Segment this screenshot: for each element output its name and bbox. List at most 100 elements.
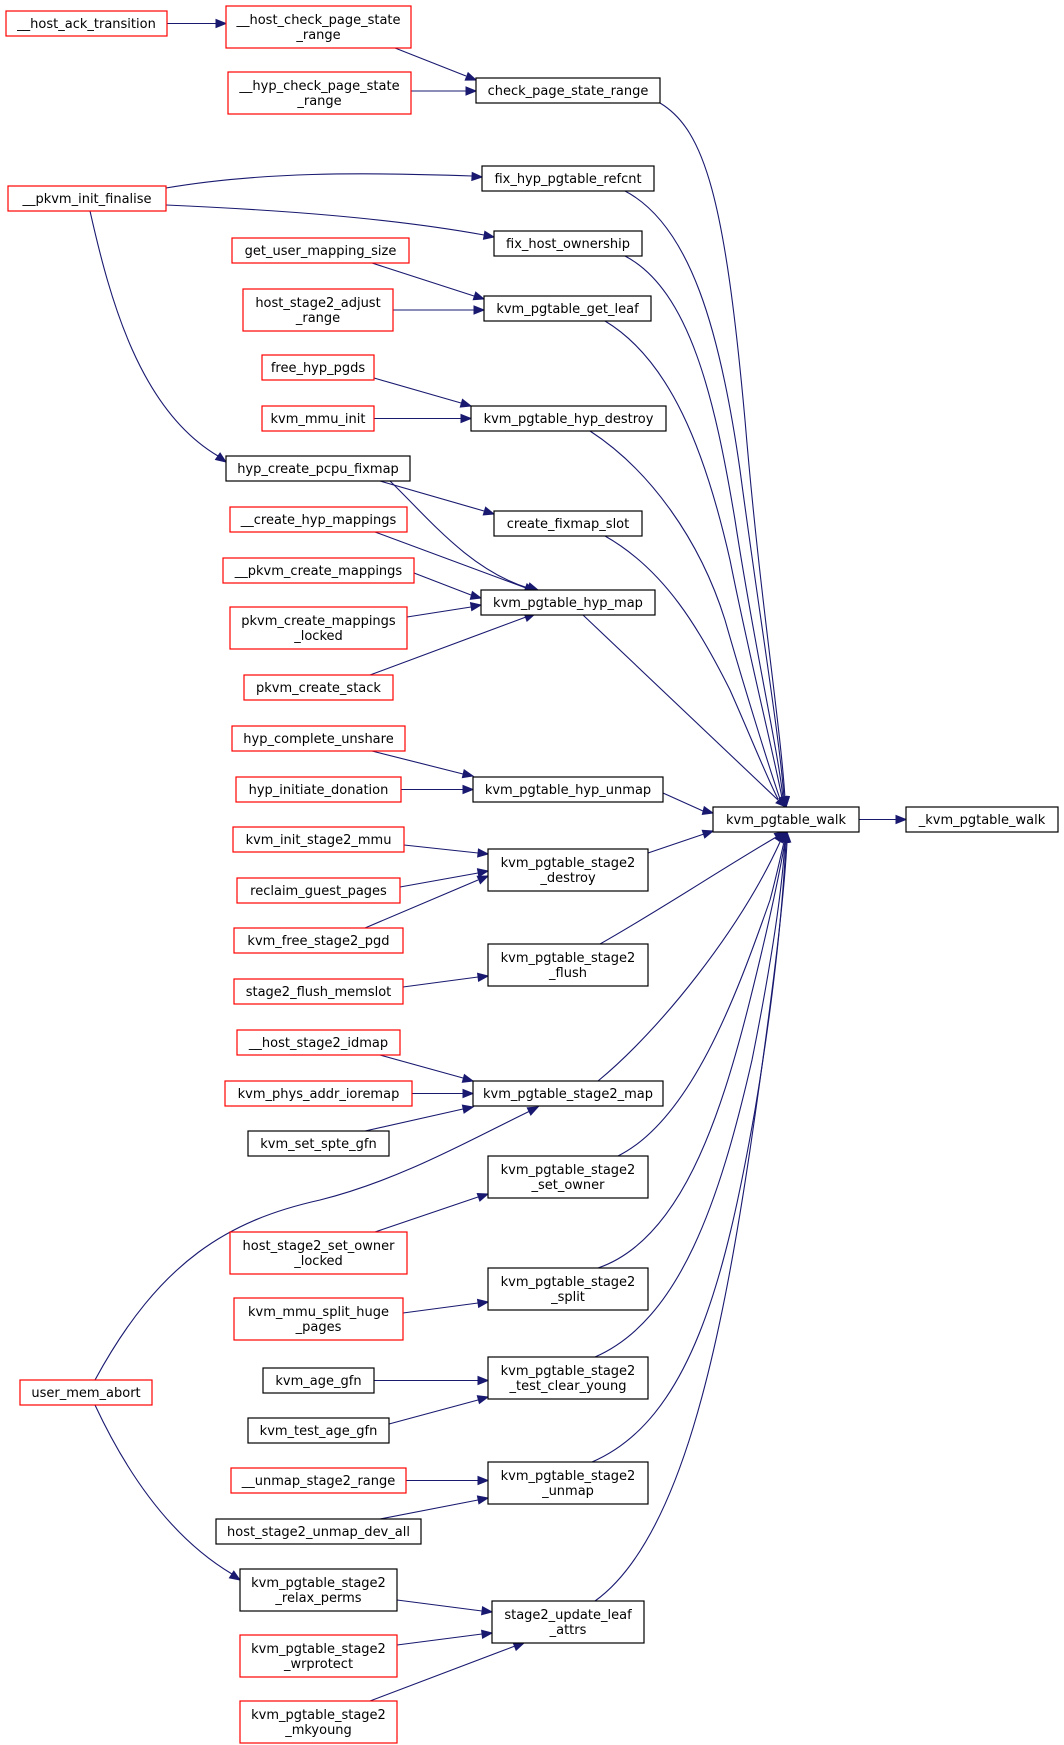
node-s2_tcy[interactable]: kvm_pgtable_stage2_test_clear_young xyxy=(487,1356,649,1400)
edge-line xyxy=(369,616,527,676)
node-pkvm_stack[interactable]: pkvm_create_stack xyxy=(243,674,394,701)
node-hyp_destroy[interactable]: kvm_pgtable_hyp_destroy xyxy=(470,405,667,432)
call-edge-ioremap-to-s2_map xyxy=(412,1088,475,1099)
node-mmu_init[interactable]: kvm_mmu_init xyxy=(261,405,375,432)
node-host_ack[interactable]: __host_ack_transition xyxy=(5,10,168,37)
arrowhead-icon xyxy=(701,805,715,816)
node-hyp_pcpu[interactable]: hyp_create_pcpu_fixmap xyxy=(225,455,411,482)
node-label: kvm_pgtable_stage2 xyxy=(501,1163,636,1178)
edge-line xyxy=(594,841,786,1358)
node-box xyxy=(231,725,406,752)
call-edge-get_leaf-to-walk xyxy=(604,320,790,809)
node-label: kvm_mmu_split_huge xyxy=(248,1305,389,1320)
node-fix_host[interactable]: fix_host_ownership xyxy=(493,230,643,257)
node-label: kvm_pgtable_hyp_unmap xyxy=(485,783,651,798)
node-mkyoung[interactable]: kvm_pgtable_stage2_mkyoung xyxy=(239,1700,398,1744)
node-label: __unmap_stage2_range xyxy=(241,1474,396,1489)
node-free_pgds[interactable]: free_hyp_pgds xyxy=(261,354,375,381)
node-user_abort[interactable]: user_mem_abort xyxy=(19,1379,153,1406)
node-box xyxy=(19,1379,153,1406)
node-box xyxy=(236,1029,401,1056)
node-init_s2[interactable]: kvm_init_stage2_mmu xyxy=(232,826,405,853)
node-wrprotect[interactable]: kvm_pgtable_stage2_wrprotect xyxy=(239,1634,398,1678)
arrowhead-icon xyxy=(459,398,473,408)
node-hyp_id[interactable]: hyp_initiate_donation xyxy=(235,776,402,803)
node-pkvm_cm[interactable]: __pkvm_create_mappings xyxy=(222,557,415,584)
edge-line xyxy=(624,255,784,799)
node-label: kvm_pgtable_stage2 xyxy=(251,1576,386,1591)
node-label: host_stage2_unmap_dev_all xyxy=(227,1525,410,1540)
node-free_s2[interactable]: kvm_free_stage2_pgd xyxy=(233,927,404,954)
arrowhead-icon xyxy=(476,1495,490,1505)
node-s2_map[interactable]: kvm_pgtable_stage2_map xyxy=(472,1080,664,1107)
node-hyp_unmap[interactable]: kvm_pgtable_hyp_unmap xyxy=(472,776,664,803)
node-walk[interactable]: kvm_pgtable_walk xyxy=(712,806,860,833)
node-host_idmap[interactable]: __host_stage2_idmap xyxy=(236,1029,401,1056)
node-s2_split[interactable]: kvm_pgtable_stage2_split xyxy=(487,1267,649,1311)
node-gums[interactable]: get_user_mapping_size xyxy=(231,237,410,264)
node-s2_ula[interactable]: stage2_update_leaf_attrs xyxy=(491,1600,645,1644)
node-hyp_map[interactable]: kvm_pgtable_hyp_map xyxy=(480,589,656,616)
node-host_cpsr[interactable]: __host_check_page_state_range xyxy=(225,5,412,49)
node-hs2_owner[interactable]: host_stage2_set_owner_locked xyxy=(229,1231,408,1275)
call-edge-pkvm_init-to-fix_host xyxy=(165,204,496,240)
node-create_hyp_map[interactable]: __create_hyp_mappings xyxy=(229,506,408,533)
node-test_age[interactable]: kvm_test_age_gfn xyxy=(247,1417,390,1444)
node-box xyxy=(239,1700,398,1744)
node-label: kvm_pgtable_stage2 xyxy=(501,856,636,871)
node-get_leaf[interactable]: kvm_pgtable_get_leaf xyxy=(483,295,652,322)
node-box xyxy=(236,877,401,904)
node-s2_flush[interactable]: kvm_pgtable_stage2_flush xyxy=(487,943,649,987)
node-ioremap[interactable]: kvm_phys_addr_ioremap xyxy=(224,1080,413,1107)
edge-line xyxy=(94,1110,531,1381)
call-edge-pkvm_init-to-hyp_pcpu xyxy=(89,210,228,463)
node-create_fixmap[interactable]: create_fixmap_slot xyxy=(493,510,643,537)
node-unmap_range[interactable]: __unmap_stage2_range xyxy=(230,1467,407,1494)
node-reclaim[interactable]: reclaim_guest_pages xyxy=(236,877,401,904)
node-box xyxy=(472,776,664,803)
node-box xyxy=(225,5,412,49)
node-label: _range xyxy=(295,28,340,43)
node-pkvm_init[interactable]: __pkvm_init_finalise xyxy=(7,185,167,212)
node-unmap_dev[interactable]: host_stage2_unmap_dev_all xyxy=(215,1518,422,1545)
node-box xyxy=(232,826,405,853)
node-hyp_cpsr[interactable]: __hyp_check_page_state_range xyxy=(227,71,412,115)
edge-line xyxy=(364,1108,464,1132)
node-relax[interactable]: kvm_pgtable_stage2_relax_perms xyxy=(239,1568,398,1612)
node-split_huge[interactable]: kvm_mmu_split_huge_pages xyxy=(233,1297,404,1341)
node-s2_destroy[interactable]: kvm_pgtable_stage2_destroy xyxy=(487,848,649,892)
call-edge-spte-to-s2_map xyxy=(364,1104,475,1132)
node-hyp_cu[interactable]: hyp_complete_unshare xyxy=(231,725,406,752)
node-pkvm_cml[interactable]: pkvm_create_mappings_locked xyxy=(229,606,408,650)
node-label: fix_hyp_pgtable_refcnt xyxy=(494,172,641,187)
arrowhead-icon xyxy=(895,814,908,825)
node-age_gfn[interactable]: kvm_age_gfn xyxy=(262,1367,375,1394)
arrowhead-icon xyxy=(477,972,490,982)
node-box xyxy=(235,776,402,803)
node-label: kvm_phys_addr_ioremap xyxy=(238,1087,400,1102)
node-s2_unmap[interactable]: kvm_pgtable_stage2_unmap xyxy=(487,1461,649,1505)
node-flush_ms[interactable]: stage2_flush_memslot xyxy=(233,978,404,1005)
edge-line xyxy=(597,841,786,1269)
edge-line xyxy=(388,1399,479,1425)
call-edge-user_abort-to-relax xyxy=(94,1404,242,1581)
node-hs2_adjust[interactable]: host_stage2_adjust_range xyxy=(242,288,394,332)
call-edge-hyp_cpsr-to-check_psr xyxy=(411,86,478,96)
call-edge-host_ack-to-host_cpsr xyxy=(167,18,228,29)
node-box xyxy=(493,510,643,537)
call-edge-relax-to-s2_ula xyxy=(396,1599,494,1616)
arrowhead-icon xyxy=(701,829,715,839)
arrowhead-icon xyxy=(781,830,792,843)
node-label: host_stage2_set_owner xyxy=(243,1239,396,1254)
node-s2_set_owner[interactable]: kvm_pgtable_stage2_set_owner xyxy=(487,1155,649,1199)
node-check_psr[interactable]: check_page_state_range xyxy=(475,77,661,104)
node-label: kvm_pgtable_stage2 xyxy=(501,951,636,966)
node-box xyxy=(483,295,652,322)
node-box xyxy=(905,806,1059,833)
node-fix_refcnt[interactable]: fix_hyp_pgtable_refcnt xyxy=(481,165,655,192)
node-spte[interactable]: kvm_set_spte_gfn xyxy=(247,1130,390,1157)
edge-line xyxy=(89,210,219,457)
call-edge-hyp_map-to-walk xyxy=(582,614,787,808)
node-focus[interactable]: _kvm_pgtable_walk xyxy=(905,806,1059,833)
